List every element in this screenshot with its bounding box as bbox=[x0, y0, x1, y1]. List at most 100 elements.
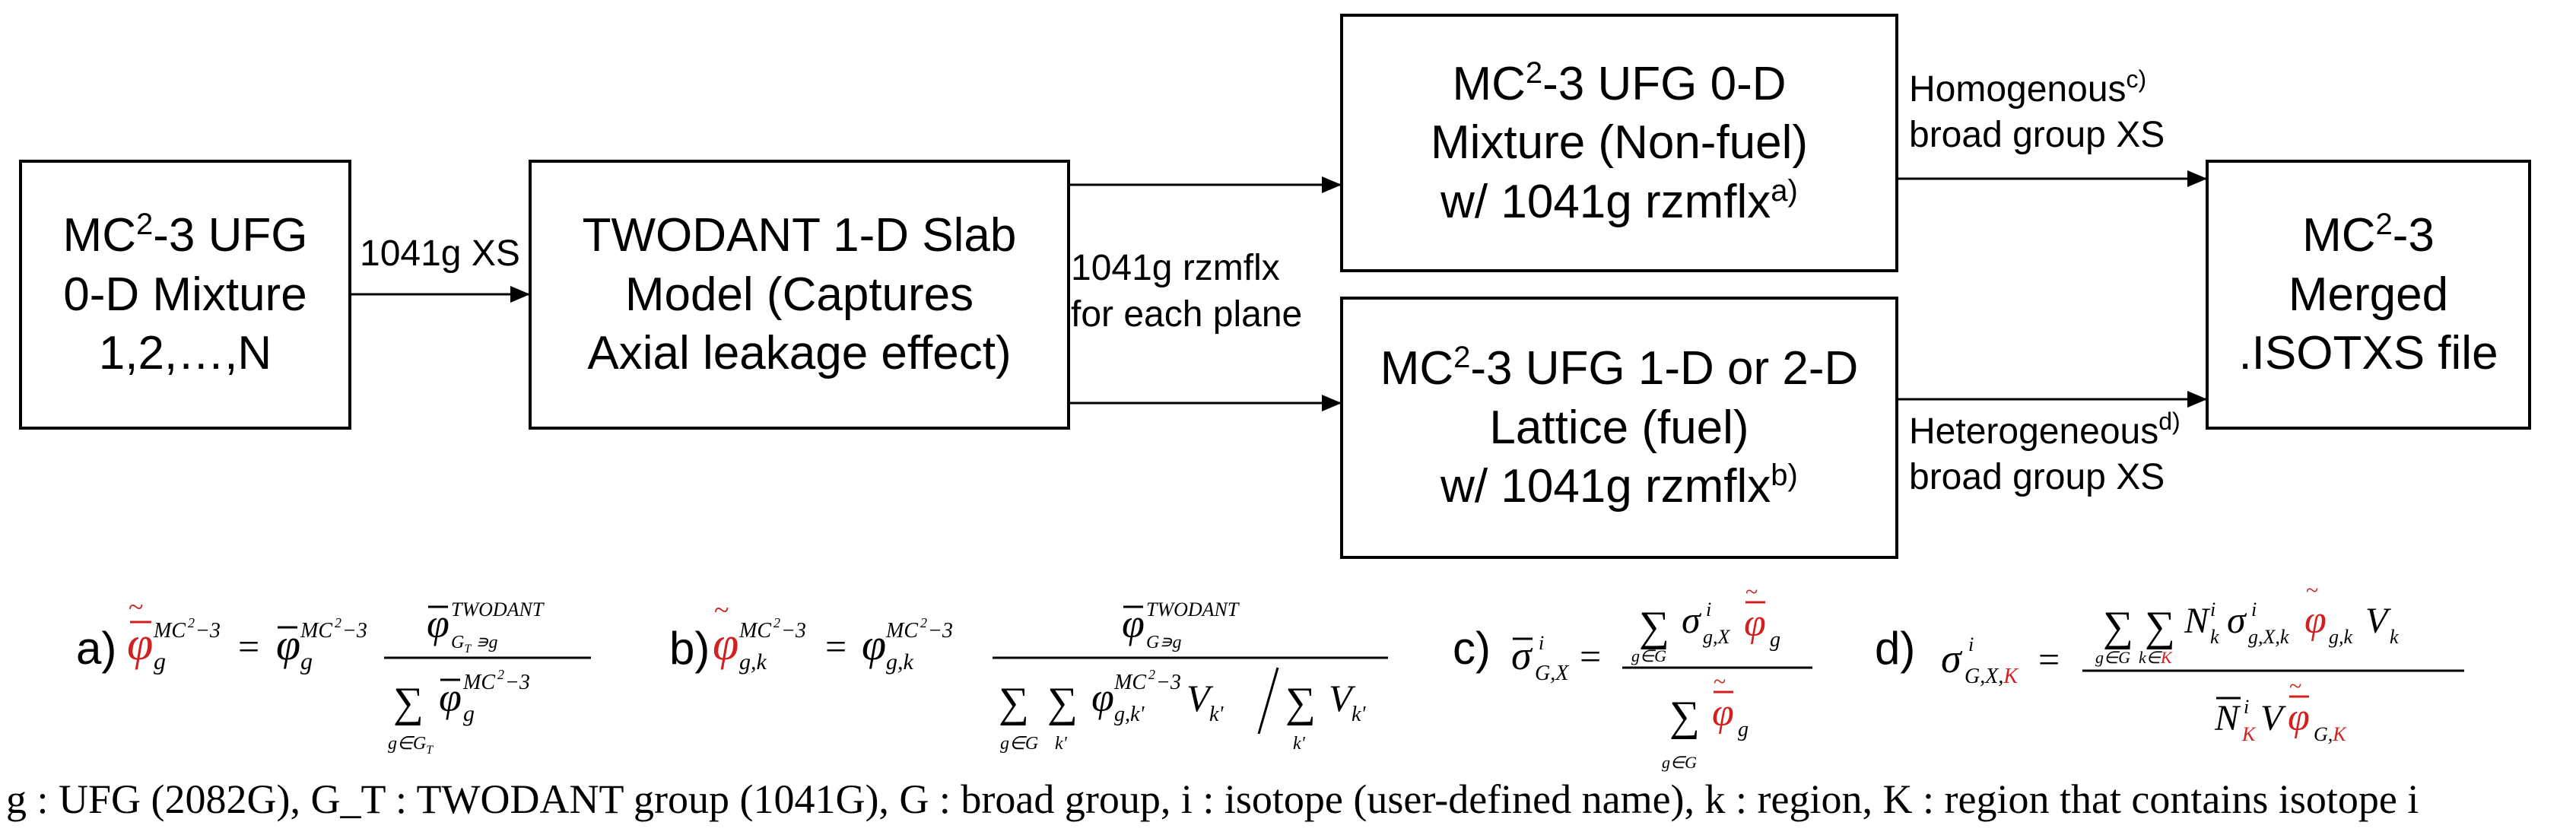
svg-text:g,X,k: g,X,k bbox=[2248, 626, 2289, 648]
svg-text:−3: −3 bbox=[342, 619, 367, 643]
svg-text:∑: ∑ bbox=[2103, 603, 2133, 650]
formula-d: σ G,X,K i = ∑ g∈G ∑ k∈K N ki σ g,X,ki φ … bbox=[1941, 578, 2464, 745]
svg-text:g,k: g,k bbox=[739, 649, 767, 675]
variable-legend: g : UFG (2082G), G_T : TWODANT group (10… bbox=[6, 776, 2419, 822]
label-rzmflx-line2: for each plane bbox=[1071, 294, 1303, 335]
formula-c-label: c) bbox=[1453, 623, 1491, 674]
box-nonfuel-line3: w/ 1041g rzmflxa) bbox=[1440, 173, 1798, 228]
svg-text:g: g bbox=[1738, 718, 1749, 741]
box-lattice-line1: MC2-3 UFG 1-D or 2-D bbox=[1380, 341, 1859, 395]
svg-text:−3: −3 bbox=[505, 671, 530, 694]
svg-text:MC: MC bbox=[300, 619, 332, 643]
svg-text:=: = bbox=[1580, 635, 1601, 678]
svg-text:φ: φ bbox=[427, 601, 449, 646]
svg-text:g∈G: g∈G bbox=[1631, 646, 1666, 665]
svg-text:∑: ∑ bbox=[1669, 693, 1700, 740]
box-nonfuel-mixture: MC2-3 UFG 0-D Mixture (Non-fuel) w/ 1041… bbox=[1340, 14, 1898, 272]
box-twodant-line2: Model (Captures bbox=[624, 268, 974, 321]
svg-text:=: = bbox=[825, 625, 846, 668]
svg-text:g,k': g,k' bbox=[1114, 703, 1145, 726]
svg-text:MC: MC bbox=[738, 619, 771, 643]
box-lattice-fuel: MC2-3 UFG 1-D or 2-D Lattice (fuel) w/ 1… bbox=[1340, 297, 1898, 559]
svg-text:2: 2 bbox=[497, 667, 504, 682]
box-mixture-line3: 1,2,…,N bbox=[98, 327, 272, 380]
svg-text:σ: σ bbox=[1511, 633, 1533, 678]
svg-text:k': k' bbox=[1209, 703, 1224, 726]
svg-text:g: g bbox=[1770, 628, 1780, 652]
svg-text:∑: ∑ bbox=[1285, 679, 1316, 726]
box-mixture-0d: MC2-3 UFG 0-D Mixture 1,2,…,N bbox=[19, 160, 351, 430]
svg-text:~: ~ bbox=[1714, 669, 1726, 694]
box-mixture-line2: 0-D Mixture bbox=[63, 268, 307, 321]
box-mixture-line1: MC2-3 UFG bbox=[62, 208, 308, 262]
svg-text:GT ∍g: GT ∍g bbox=[451, 633, 497, 655]
svg-text:φ: φ bbox=[1091, 675, 1114, 720]
box-twodant-line1: TWODANT 1-D Slab bbox=[582, 209, 1017, 262]
box-nonfuel-line1: MC2-3 UFG 0-D bbox=[1452, 56, 1787, 110]
svg-text:g∈G: g∈G bbox=[1662, 753, 1697, 772]
label-homogenous-line2: broad group XS bbox=[1909, 115, 2165, 155]
svg-text:MC: MC bbox=[1113, 671, 1146, 694]
svg-text:V: V bbox=[2260, 698, 2286, 738]
svg-text:∑: ∑ bbox=[1047, 679, 1078, 726]
svg-text:N: N bbox=[2184, 601, 2211, 641]
box-twodant-slab: TWODANT 1-D Slab Model (Captures Axial l… bbox=[529, 160, 1070, 430]
svg-text:i: i bbox=[2244, 696, 2249, 718]
svg-text:σ: σ bbox=[1941, 636, 1963, 681]
box-merged-isotxs: MC2-3 Merged .ISOTXS file bbox=[2206, 160, 2531, 430]
svg-text:~: ~ bbox=[2306, 578, 2318, 603]
svg-text:−3: −3 bbox=[781, 619, 806, 643]
box-merged-line1: MC2-3 bbox=[2302, 208, 2435, 262]
svg-text:=: = bbox=[238, 625, 259, 668]
svg-text:∑: ∑ bbox=[393, 679, 424, 726]
svg-text:g,k: g,k bbox=[2329, 626, 2353, 648]
svg-text:2: 2 bbox=[335, 615, 341, 630]
svg-text:φ: φ bbox=[1712, 691, 1734, 735]
svg-text:−3: −3 bbox=[1156, 671, 1181, 694]
svg-text:i: i bbox=[1706, 598, 1711, 621]
svg-text:k: k bbox=[2210, 626, 2219, 648]
label-1041g-xs: 1041g XS bbox=[360, 233, 520, 274]
box-twodant-line3: Axial leakage effect) bbox=[587, 327, 1012, 380]
svg-text:σ: σ bbox=[2227, 598, 2247, 641]
svg-text:2: 2 bbox=[188, 615, 195, 630]
box-merged-line2: Merged bbox=[2288, 268, 2449, 321]
svg-text:φ: φ bbox=[1122, 601, 1145, 646]
svg-text:g∈GT: g∈GT bbox=[388, 734, 434, 757]
svg-text:−3: −3 bbox=[195, 619, 221, 643]
svg-text:g: g bbox=[154, 647, 166, 675]
label-rzmflx: 1041g rzmflx for each plane bbox=[1071, 245, 1302, 338]
svg-text:∑: ∑ bbox=[999, 679, 1029, 726]
svg-text:N: N bbox=[2214, 698, 2241, 738]
formula-d-label: d) bbox=[1875, 623, 1916, 674]
svg-text:φ: φ bbox=[439, 675, 462, 720]
svg-text:TWODANT: TWODANT bbox=[451, 598, 545, 621]
svg-text:k': k' bbox=[1055, 734, 1068, 754]
svg-text:g: g bbox=[463, 701, 475, 726]
svg-text:K: K bbox=[2241, 723, 2257, 745]
box-lattice-line2: Lattice (fuel) bbox=[1489, 401, 1749, 454]
svg-text:φ: φ bbox=[2288, 696, 2310, 739]
label-homogenous: Homogenousc) broad group XS bbox=[1909, 67, 2165, 158]
svg-text:G,X,K: G,X,K bbox=[1965, 665, 2019, 688]
svg-text:G,K: G,K bbox=[2314, 723, 2347, 745]
box-nonfuel-line2: Mixture (Non-fuel) bbox=[1430, 116, 1809, 170]
svg-text:G,X: G,X bbox=[1535, 662, 1569, 685]
svg-text:φ: φ bbox=[2304, 598, 2327, 642]
svg-text:MC: MC bbox=[462, 671, 495, 694]
svg-text:σ: σ bbox=[1682, 598, 1702, 641]
svg-text:k∈K: k∈K bbox=[2139, 648, 2173, 667]
svg-text:φ: φ bbox=[127, 618, 153, 670]
svg-text:g,X: g,X bbox=[1703, 626, 1731, 648]
svg-text:2: 2 bbox=[1148, 667, 1155, 682]
svg-text:2: 2 bbox=[920, 615, 927, 630]
svg-text:=: = bbox=[2038, 638, 2060, 681]
label-heterogeneous-line1: Heterogeneousd) bbox=[1909, 408, 2181, 452]
svg-text:TWODANT: TWODANT bbox=[1146, 598, 1240, 621]
svg-text:−3: −3 bbox=[928, 619, 953, 643]
svg-text:k': k' bbox=[1352, 703, 1366, 726]
svg-text:i: i bbox=[2210, 598, 2215, 621]
